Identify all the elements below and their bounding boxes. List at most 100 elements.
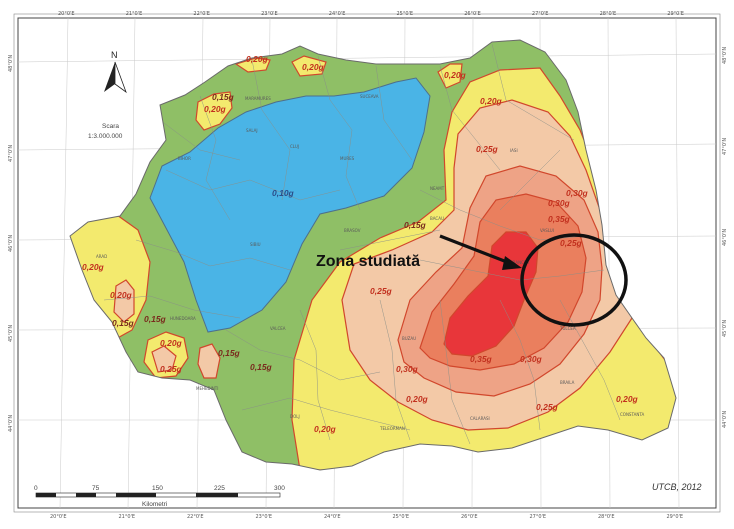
scale-bar: 0 75 150 225 300 Kilometri (34, 485, 285, 508)
zone-value-label: 0,20g (246, 54, 269, 64)
scale-title: Scara (102, 123, 119, 130)
scalebar-label-1: 75 (92, 485, 100, 492)
tick-label: 21°0'E (119, 514, 136, 520)
zone-value-label: 0,35g (470, 354, 493, 364)
tick-label: 23°0'E (261, 11, 278, 17)
svg-text:VRANCEA: VRANCEA (510, 260, 529, 265)
zone-value-label: 0,25g (560, 238, 583, 248)
top-tick-labels: 20°0'E 21°0'E 22°0'E 23°0'E 24°0'E 25°0'E 26°0… (58, 11, 684, 17)
svg-text:DOLJ: DOLJ (290, 414, 300, 419)
zone-value-label: 0,20g (160, 338, 183, 348)
annotation-arrow-line (439, 234, 513, 266)
map-outer-frame (13, 13, 721, 513)
scalebar-label-2: 150 (152, 485, 163, 492)
svg-text:IASI: IASI (510, 148, 518, 153)
north-label: N (111, 50, 118, 60)
tick-label: 44°0'N (722, 411, 728, 428)
tick-label: 28°0'E (598, 514, 615, 520)
zone-value-label: 0,15g (218, 348, 241, 358)
country-outline (69, 39, 677, 471)
svg-text:BACAU: BACAU (430, 216, 444, 221)
scalebar-label-4: 300 (274, 485, 285, 492)
tick-label: 45°0'N (722, 320, 728, 337)
zone-value-label: 0,10g (272, 188, 295, 198)
zone-value-label: 0,20g (406, 394, 429, 404)
svg-text:BIHOR: BIHOR (178, 156, 191, 161)
zone-value-label: 0,25g (370, 286, 393, 296)
svg-text:VALCEA: VALCEA (270, 326, 286, 331)
tick-label: 46°0'N (722, 229, 728, 246)
zone-value-label: 0,20g (302, 62, 325, 72)
zone-value-label: 0,25g (160, 364, 183, 374)
tick-label: 27°0'E (532, 11, 549, 17)
arrowhead-icon (502, 256, 522, 270)
tick-label: 24°0'E (329, 11, 346, 17)
credit-label: UTCB, 2012 (652, 482, 702, 492)
svg-text:SALAJ: SALAJ (246, 128, 258, 133)
tick-label: 22°0'E (193, 11, 210, 17)
tick-label: 29°0'E (667, 11, 684, 17)
svg-text:TELEORMAN: TELEORMAN (379, 426, 405, 431)
zone-value-label: 0,30g (396, 364, 419, 374)
zone-value-label: 0,20g (204, 104, 227, 114)
svg-text:TULCEA: TULCEA (559, 326, 576, 331)
zone-value-label: 0,20g (314, 424, 337, 434)
zone-value-label: 0,20g (480, 96, 503, 106)
zone-value-label: 0,20g (444, 70, 467, 80)
zone-value-label: 0,25g (536, 402, 559, 412)
svg-text:HUNEDOARA: HUNEDOARA (170, 316, 196, 321)
svg-text:ARAD: ARAD (96, 254, 107, 259)
tick-label: 22°0'E (187, 514, 204, 520)
tick-label: 21°0'E (126, 11, 143, 17)
zone-value-label: 0,20g (82, 262, 105, 272)
zone-value-label: 0,20g (110, 290, 133, 300)
scalebar-label-0: 0 (34, 485, 38, 492)
zone-value-label: 0,15g (212, 92, 235, 102)
zone-labels: 0,20g 0,20g 0,20g 0,15g 0,20g 0,20g 0,10g 0,15g… (82, 54, 639, 434)
svg-text:MARAMURES: MARAMURES (245, 96, 271, 101)
svg-text:CONSTANTA: CONSTANTA (620, 412, 644, 417)
scalebar-label-3: 225 (214, 485, 225, 492)
svg-text:MURES: MURES (340, 156, 355, 161)
tick-label: 45°0'N (8, 325, 14, 342)
tick-label: 25°0'E (397, 11, 414, 17)
scalebar-unit: Kilometri (142, 501, 167, 508)
svg-text:CALARASI: CALARASI (470, 416, 490, 421)
tick-label: 48°0'N (722, 47, 728, 64)
north-arrow-icon (104, 62, 115, 92)
right-tick-labels: 48°0'N 47°0'N 46°0'N 45°0'N 44°0'N (722, 47, 728, 428)
svg-text:SUCEAVA: SUCEAVA (360, 94, 379, 99)
zone-value-label: 0,20g (616, 394, 639, 404)
zone-value-label: 0,15g (404, 220, 427, 230)
tick-label: 27°0'E (530, 514, 547, 520)
tick-label: 29°0'E (667, 514, 684, 520)
zone-value-label: 0,30g (566, 188, 589, 198)
svg-text:BRASOV: BRASOV (344, 228, 361, 233)
tick-label: 25°0'E (393, 514, 410, 520)
svg-text:NEAMT: NEAMT (430, 186, 445, 191)
study-zone-annotation: Zona studiată (316, 233, 628, 327)
tick-label: 26°0'E (464, 11, 481, 17)
zone-value-label: 0,30g (548, 198, 571, 208)
svg-text:CLUJ: CLUJ (290, 144, 299, 149)
tick-label: 28°0'E (600, 11, 617, 17)
tick-label: 44°0'N (8, 415, 14, 432)
tick-label: 20°0'E (58, 11, 75, 17)
zone-value-label: 0,15g (144, 314, 167, 324)
north-arrow: N (104, 50, 127, 94)
tick-label: 47°0'N (722, 138, 728, 155)
tick-label: 47°0'N (8, 145, 14, 162)
zone-value-label: 0,15g (250, 362, 273, 372)
zone-value-label: 0,25g (476, 144, 499, 154)
svg-text:BUZAU: BUZAU (402, 336, 416, 341)
tick-label: 46°0'N (8, 235, 14, 252)
tick-label: 23°0'E (256, 514, 273, 520)
study-zone-circle (520, 233, 628, 327)
tick-label: 24°0'E (324, 514, 341, 520)
zone-value-label: 0,15g (112, 318, 135, 328)
svg-text:BRAILA: BRAILA (560, 380, 575, 385)
svg-text:VASLUI: VASLUI (540, 228, 554, 233)
